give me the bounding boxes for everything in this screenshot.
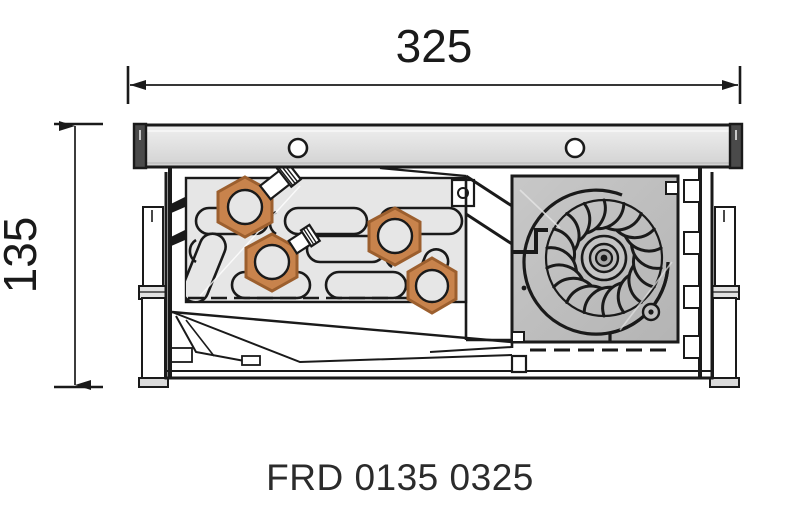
hex-nut-bore (376, 217, 414, 255)
hex-nut-bore (253, 243, 291, 281)
hex-nut-bore (226, 188, 264, 226)
fan-blade (627, 264, 643, 304)
post-tab-right-4 (683, 335, 701, 359)
hub-shaft (600, 254, 608, 262)
copper-fitting (244, 223, 322, 293)
knurl-line (305, 226, 317, 244)
fan-blade (552, 276, 593, 289)
fan-blade (615, 227, 656, 240)
brace-diagonal-upper (465, 174, 513, 208)
tube-bend (324, 270, 408, 300)
scroll-cutoff-bolt-center (648, 309, 654, 315)
fan-blade (577, 201, 592, 242)
centrifugal-fan (510, 174, 680, 374)
rail-end-clip-right (728, 122, 744, 170)
tube-bend-partial (188, 238, 197, 264)
fan-blade (632, 254, 656, 289)
adjustable-leg-right (709, 206, 740, 388)
tray-ridge (429, 346, 513, 353)
coil-highlight (199, 185, 301, 297)
fan-blade (552, 227, 576, 262)
leg-upper-tube-left (142, 206, 164, 290)
fan-blade (545, 246, 578, 272)
fan-panel-foot (511, 331, 525, 343)
frame-post-left (168, 146, 187, 378)
knurl-line (302, 228, 315, 246)
fan-blade (585, 198, 607, 235)
rail-hole (287, 137, 309, 159)
fan-mount-bracket (512, 228, 548, 254)
knurl-line (280, 165, 296, 185)
fan-blade (582, 285, 613, 315)
panel-highlight (519, 189, 561, 229)
baffle-line-upper (171, 310, 513, 344)
copper-fitting (406, 256, 458, 315)
post-tab-right-3 (683, 285, 701, 309)
brace-top-diagonal (379, 166, 467, 178)
fan-blades (545, 198, 663, 318)
knurl-line (278, 166, 294, 186)
fan-base-bracket (510, 354, 528, 374)
fan-panel-pin (521, 285, 527, 291)
top-frame-rail (132, 122, 744, 170)
rail-hole (564, 137, 586, 159)
leg-lower-tube-right (712, 297, 737, 381)
fan-blade (624, 235, 663, 253)
frame-post-right (683, 150, 702, 378)
baffle-bracket (175, 315, 251, 363)
adjustable-leg-left (138, 206, 169, 388)
fan-motor-hub (580, 234, 628, 282)
fan-blade (565, 212, 581, 252)
rail-end-clip-left (132, 122, 148, 170)
fan-blade (601, 281, 623, 318)
drawing-caption: FRD 0135 0325 (266, 457, 534, 498)
fan-blade (630, 244, 663, 270)
fan-blade (565, 284, 603, 304)
leg-lower-tube-left (141, 297, 166, 381)
heat-exchanger-coil (184, 159, 476, 315)
post-tab-right-2 (683, 231, 701, 255)
leg-foot-right (709, 377, 740, 388)
baffle-clip (241, 355, 261, 366)
hex-nut-bore (414, 268, 450, 304)
tube-bend-diagonal (186, 232, 227, 302)
dimension-width-label: 325 (396, 20, 473, 72)
copper-fitting (367, 206, 422, 267)
fitting-stem (287, 223, 322, 255)
unit-assembly (132, 122, 744, 388)
baffle-strut (185, 319, 215, 357)
tube-bend (283, 206, 369, 236)
fan-blade (616, 274, 631, 315)
panel-highlight (619, 261, 673, 331)
brace-diagonal-lower (465, 212, 513, 246)
dimension-width: 325 (126, 20, 742, 104)
fan-internals (519, 188, 673, 342)
fan-panel-tab (665, 181, 679, 195)
leg-foot-left (138, 377, 169, 388)
baffle-line-lower (171, 311, 513, 364)
fan-blade (595, 201, 626, 231)
dimension-height: 135 (0, 121, 103, 390)
fan-blade (605, 212, 643, 232)
fan-blade (545, 263, 584, 281)
post-tab-right-1 (683, 179, 701, 203)
tray-bracket-left (169, 347, 193, 363)
dimension-height-label: 135 (0, 217, 46, 294)
leg-upper-tube-right (714, 206, 736, 290)
